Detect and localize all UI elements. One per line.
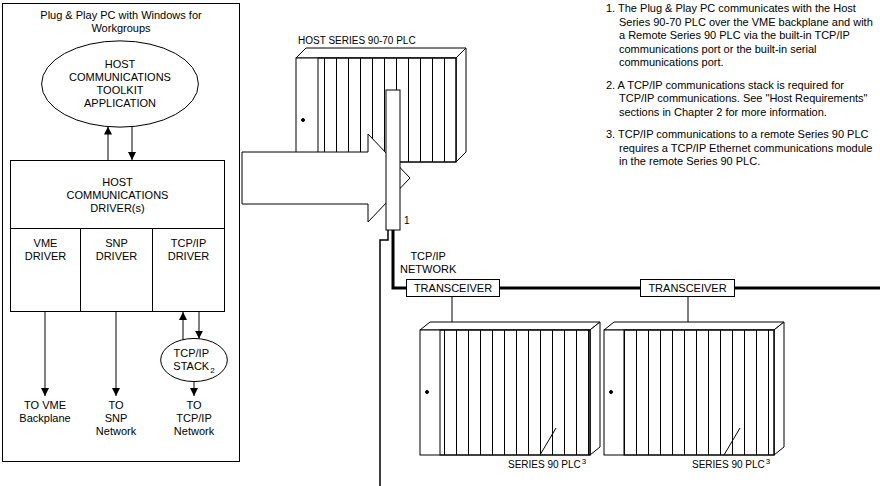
rack-top: [296, 48, 466, 58]
flow-arrow: [132, 127, 133, 160]
rack-front: [420, 330, 590, 455]
callout-number: 3: [582, 455, 586, 468]
tcpip-module: [386, 90, 400, 230]
cable: [540, 428, 556, 455]
rack-top: [420, 322, 600, 330]
rack-front: [604, 330, 774, 455]
remote-plc-rack: [420, 322, 600, 455]
node-text: TRANSCEIVER: [648, 282, 726, 295]
flow-arrow: [108, 127, 109, 160]
text-holder: HOST COMMUNICATIONS TOOLKIT APPLICATION: [40, 40, 200, 128]
block-arrow: [242, 134, 410, 222]
network-cable: [393, 230, 406, 288]
driver-box: SNP DRIVER: [80, 228, 153, 312]
driver-box: VME DRIVER: [10, 228, 81, 312]
node-text: SNP DRIVER: [96, 237, 138, 263]
driver-box: TCP/IP DRIVER: [152, 228, 225, 312]
remote-plc-rack: [604, 322, 784, 455]
output-label: TO TCP/IP Network: [174, 399, 214, 438]
drop-cable: [452, 297, 453, 322]
output-arrow: [116, 312, 117, 396]
node-text: TCP/IP STACK: [173, 347, 209, 373]
transceiver-box: TRANSCEIVER: [406, 279, 500, 297]
cable: [724, 428, 740, 455]
note-text: 3. TCP/IP communications to a remote Ser…: [606, 128, 876, 169]
output-arrow: [194, 382, 195, 396]
output-label: TO SNP Network: [96, 399, 136, 438]
superscript-number: 2: [210, 366, 214, 375]
text-holder: SNP DRIVER: [81, 237, 152, 263]
rack-slots: [624, 330, 774, 455]
driver-box: HOST COMMUNICATIONS DRIVER(s)VME DRIVER S…: [10, 160, 225, 312]
rack-dot: [426, 391, 429, 394]
ellipse-shape: [42, 41, 199, 127]
text-holder: TCP/IP DRIVER: [153, 237, 224, 263]
text-holder: Plug & Play PC with Windows for Workgrou…: [3, 9, 239, 35]
pc-box: Plug & Play PC with Windows for Workgrou…: [2, 3, 240, 462]
ellipse-shape: [161, 338, 228, 381]
rack-top: [604, 322, 784, 330]
callout-number: 1: [404, 214, 410, 227]
text-holder: TCP/IP STACK2: [160, 338, 228, 382]
rack-dot: [302, 119, 305, 122]
drop-cable: [688, 297, 689, 322]
rack-slots: [440, 330, 590, 455]
callout-number: 3: [766, 455, 770, 468]
node-text: HOST COMMUNICATIONS DRIVER(s): [67, 176, 169, 215]
application-ellipse: HOST COMMUNICATIONS TOOLKIT APPLICATION: [40, 40, 200, 128]
node-text: VME DRIVER: [25, 237, 67, 263]
text-holder: TRANSCEIVER: [641, 280, 734, 296]
rack-side: [456, 48, 466, 162]
network-line: [500, 287, 640, 290]
plc-label: SERIES 90 PLC: [508, 458, 581, 471]
text-holder: HOST COMMUNICATIONS DRIVER(s): [11, 161, 224, 229]
network-label: TCP/IP NETWORK: [400, 250, 456, 276]
output-arrow: [45, 312, 46, 396]
rack-side: [774, 322, 784, 455]
flow-arrow: [183, 312, 184, 340]
plc-label: SERIES 90 PLC: [692, 458, 765, 471]
transceiver-box: TRANSCEIVER: [640, 279, 735, 297]
host-plc-rack: [296, 48, 466, 162]
note-text: 2. A TCP/IP communications stack is requ…: [606, 79, 876, 120]
text-holder: TRANSCEIVER: [407, 280, 499, 296]
note-text: 1. The Plug & Play PC communicates with …: [606, 2, 876, 70]
node-text: TRANSCEIVER: [414, 282, 492, 295]
plc-label: HOST SERIES 90-70 PLC: [298, 34, 416, 47]
node-text: TCP/IP DRIVER: [168, 237, 210, 263]
rack-side: [590, 322, 600, 455]
stack-ellipse: TCP/IP STACK2: [160, 338, 228, 382]
output-label: TO VME Backplane: [19, 399, 70, 425]
flow-arrow: [199, 312, 200, 339]
text-holder: VME DRIVER: [11, 237, 80, 263]
node-text: Plug & Play PC with Windows for Workgrou…: [33, 9, 209, 35]
rack-dot: [610, 391, 613, 394]
network-cable: [735, 287, 880, 290]
node-text: HOST COMMUNICATIONS TOOLKIT APPLICATION: [69, 58, 171, 110]
notes-column: 1. The Plug & Play PC communicates with …: [606, 2, 876, 169]
serial-cable: [380, 230, 388, 486]
